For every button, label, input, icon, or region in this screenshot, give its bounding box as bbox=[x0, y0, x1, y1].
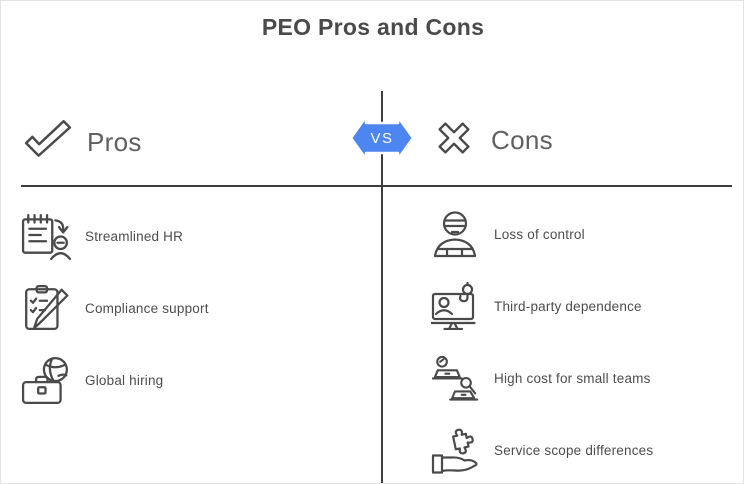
list-item: Third-party dependence bbox=[430, 281, 653, 331]
hand-puzzle-icon bbox=[430, 425, 480, 475]
list-item-label: Global hiring bbox=[85, 372, 164, 388]
cons-list: Loss of control Third-party dependence bbox=[430, 209, 653, 483]
list-item-label: Loss of control bbox=[494, 226, 585, 242]
monitor-hook-icon bbox=[430, 281, 480, 331]
vertical-divider bbox=[381, 91, 383, 483]
list-item-label: Third-party dependence bbox=[494, 298, 642, 314]
list-item: Compliance support bbox=[21, 283, 209, 333]
vs-badge-label: VS bbox=[370, 129, 394, 147]
list-item-label: Service scope differences bbox=[494, 442, 654, 458]
list-item-label: Compliance support bbox=[85, 300, 209, 316]
list-item: High cost for small teams bbox=[430, 353, 653, 403]
cons-header: Cons bbox=[431, 115, 553, 166]
clipboard-pencil-icon bbox=[21, 283, 71, 333]
clipboard-arrow-person-icon bbox=[21, 211, 71, 261]
check-icon bbox=[23, 115, 73, 170]
two-workers-laptops-icon bbox=[430, 353, 480, 403]
list-item: Service scope differences bbox=[430, 425, 653, 475]
blindfolded-person-icon bbox=[430, 209, 480, 259]
list-item-label: Streamlined HR bbox=[85, 228, 184, 244]
pros-header-label: Pros bbox=[87, 127, 142, 157]
cross-icon bbox=[431, 115, 477, 166]
list-item: Global hiring bbox=[21, 355, 209, 405]
cons-header-label: Cons bbox=[491, 125, 553, 155]
vs-arrow-badge bbox=[350, 115, 414, 161]
briefcase-globe-icon bbox=[21, 355, 71, 405]
page-title: PEO Pros and Cons bbox=[261, 14, 485, 40]
pros-list: Streamlined HR Compliance support bbox=[21, 211, 209, 427]
list-item: Loss of control bbox=[430, 209, 653, 259]
horizontal-divider bbox=[21, 185, 732, 187]
pros-header: Pros bbox=[23, 115, 142, 170]
list-item: Streamlined HR bbox=[21, 211, 209, 261]
list-item-label: High cost for small teams bbox=[494, 370, 651, 386]
